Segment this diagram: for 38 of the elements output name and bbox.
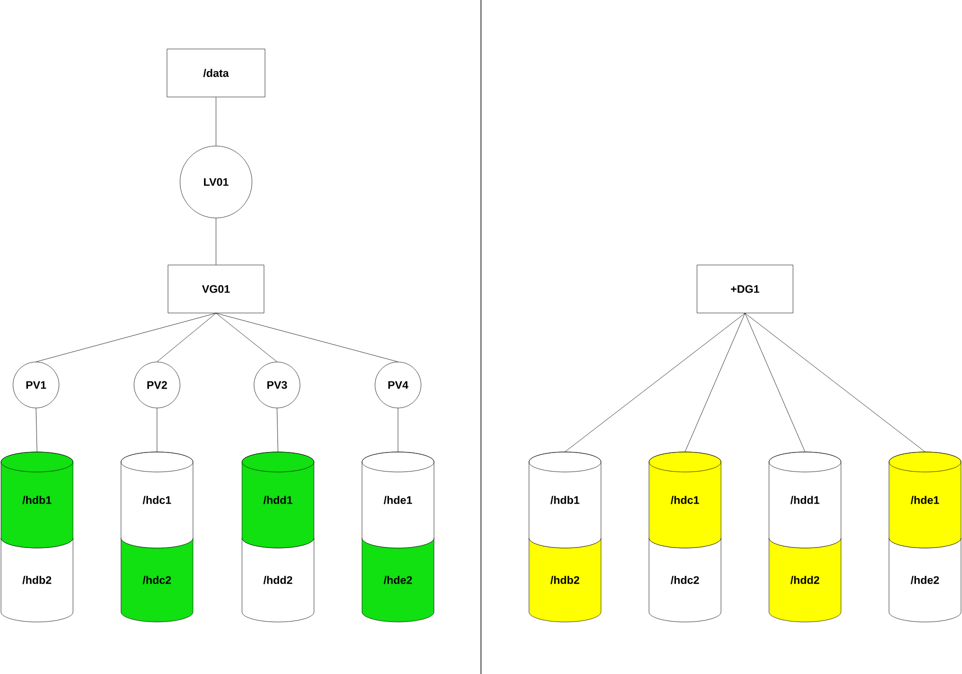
connector-line: [744, 312, 926, 452]
disk-label: /hde2: [384, 576, 412, 584]
disk-cylinder: [648, 452, 722, 622]
disk-label: /hde1: [384, 496, 412, 504]
connector-line: [276, 408, 278, 452]
disk-label: /hdb2: [22, 576, 52, 584]
disk-label: /hdc1: [670, 496, 700, 504]
disk-cylinder: [768, 452, 842, 622]
connector-line: [36, 408, 38, 452]
disk-label: /hdd2: [263, 576, 292, 584]
connector-line: [564, 312, 746, 452]
disk-label: /hdd1: [263, 496, 292, 504]
disk-label: /hdd1: [790, 496, 820, 504]
disk-label: /hdb1: [550, 496, 580, 504]
disk-cylinder: [120, 452, 194, 622]
disk-cylinder: [362, 452, 434, 622]
disk-label: /hdb1: [22, 496, 52, 504]
label-box: VG01: [168, 264, 264, 314]
disk-label: /hde2: [910, 576, 939, 584]
connector-line: [744, 312, 806, 452]
disk-cylinder: [888, 452, 962, 622]
connector-line: [684, 312, 746, 452]
label-box: /data: [166, 48, 266, 98]
connector-line: [36, 312, 216, 362]
disk-label: /hdc2: [670, 576, 699, 584]
disk-cylinder: [528, 452, 602, 622]
disk-label: /hde1: [910, 496, 940, 504]
connector-line: [156, 312, 216, 362]
disk-label: /hdd2: [790, 576, 820, 584]
disk-label: /hdb2: [550, 576, 580, 584]
label-box: +DG1: [696, 264, 794, 314]
connector-line: [216, 312, 398, 362]
disk-label: /hdc2: [142, 576, 171, 584]
connector-line: [216, 312, 278, 362]
disk-label: /hdc1: [142, 496, 172, 504]
disk-cylinder: [0, 452, 74, 622]
connector-line: [156, 408, 158, 452]
disk-cylinder: [242, 452, 314, 622]
